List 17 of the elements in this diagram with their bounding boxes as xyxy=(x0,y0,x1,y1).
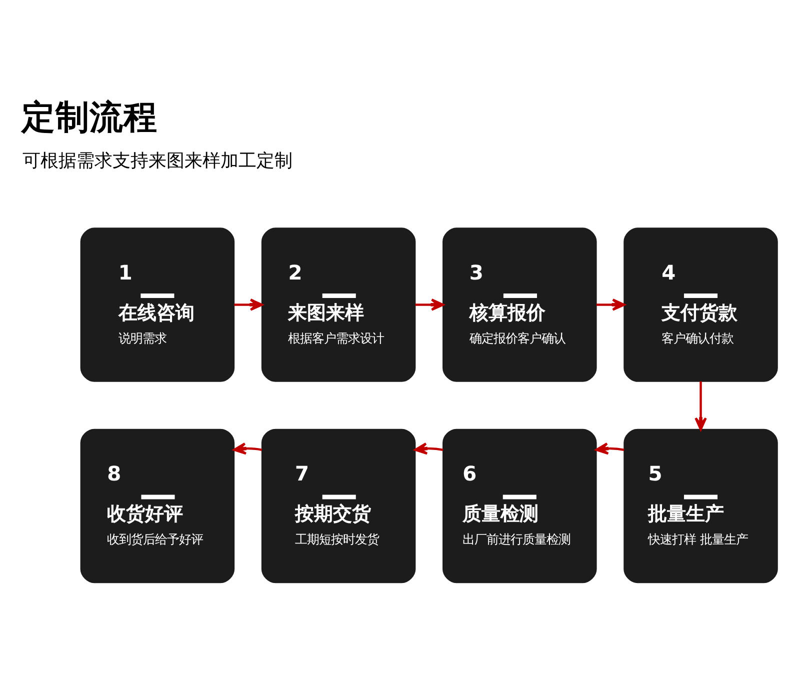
arrow xyxy=(596,298,626,310)
arrow xyxy=(414,442,444,454)
label: 可根据需求支持来图来样加工定制 xyxy=(22,150,292,171)
arrow xyxy=(694,380,707,430)
arrow xyxy=(595,442,624,454)
node-box: 3 核算报价 确定报价客户确认 xyxy=(442,227,597,382)
diagram-title: 定制流程 xyxy=(22,97,158,136)
node-box: 7 按期交货 工期短按时发货 xyxy=(261,428,416,583)
node-box: 4 支付货款 客户确认付款 xyxy=(624,227,778,382)
node-box: 1 在线咨询 说明需求 xyxy=(80,227,235,382)
node-box: 5 批量生产 快速打样 批量生产 xyxy=(624,428,778,583)
arrow xyxy=(233,442,262,454)
arrow xyxy=(234,298,264,310)
arrow xyxy=(415,298,444,310)
node-box: 6 质量检测 出厂前进行质量检测 xyxy=(442,428,597,583)
node-box: 2 来图来样 根据客户需求设计 xyxy=(261,227,416,382)
node-box: 8 收货好评 收到货后给予好评 xyxy=(80,428,235,583)
